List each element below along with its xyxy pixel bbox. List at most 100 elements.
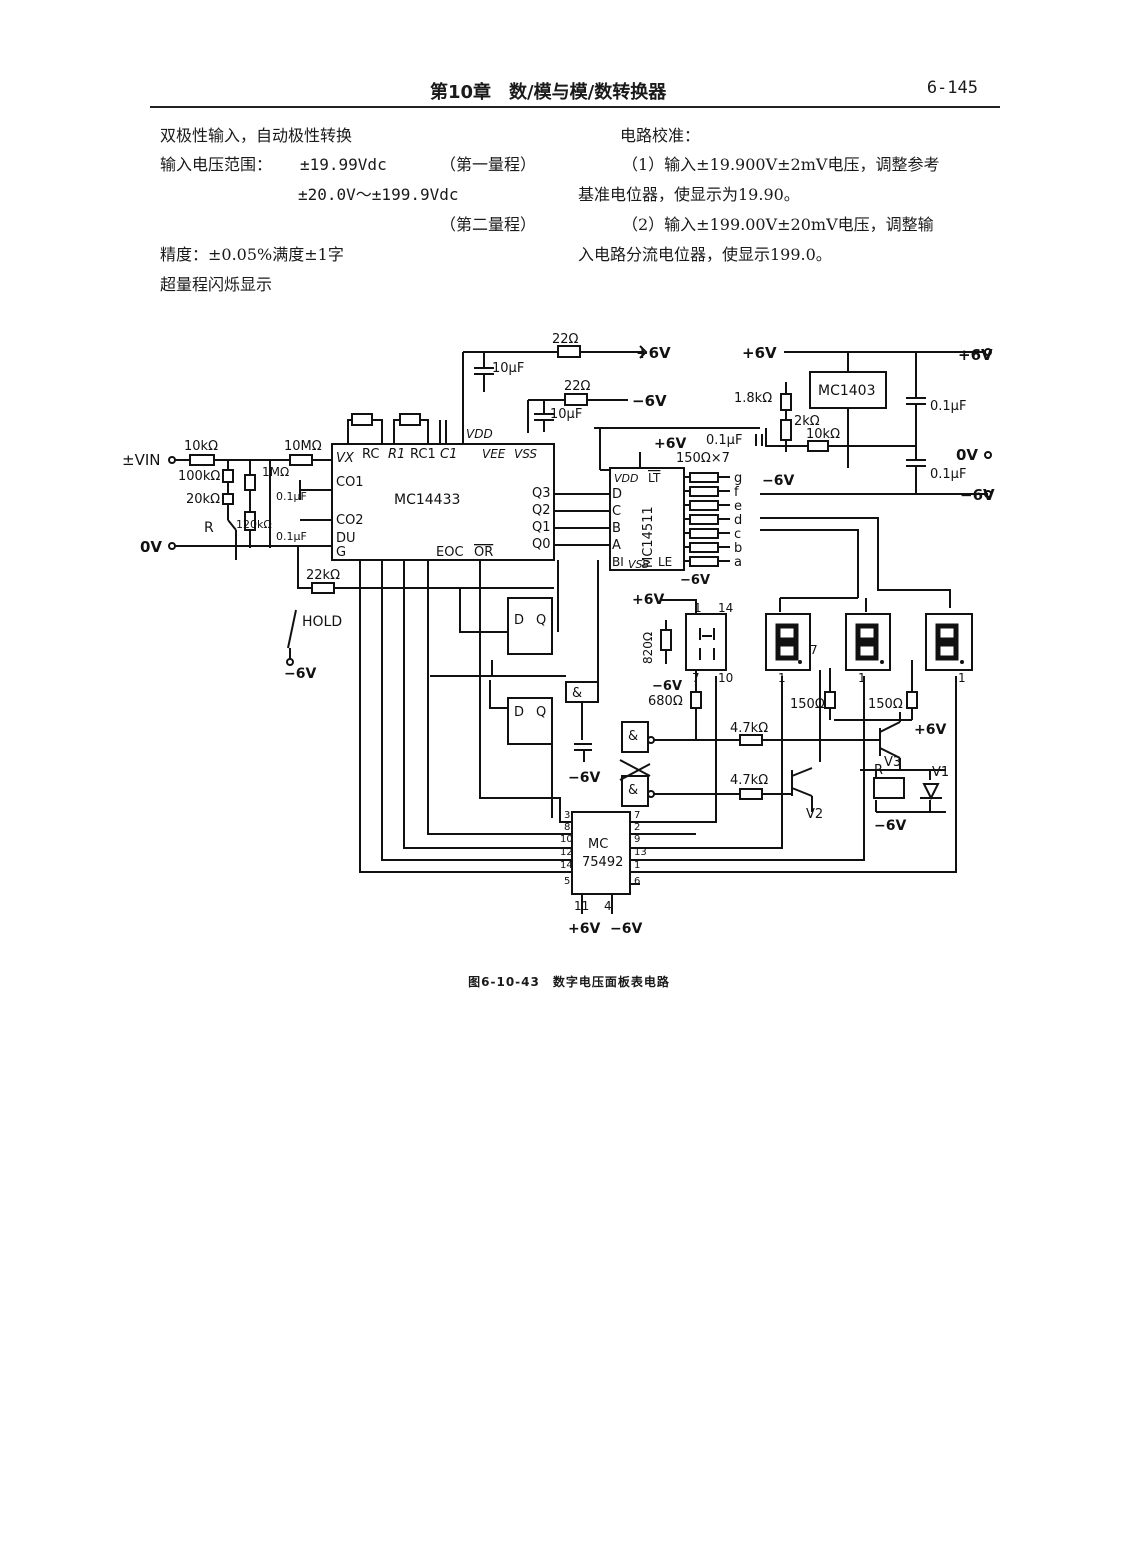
pin-co2: CO2 xyxy=(336,513,364,528)
seg-a: a xyxy=(734,555,742,570)
r-150x7-label: 150Ω×7 xyxy=(676,451,730,466)
driver-mc75492: MC 75492 3 8 10 12 14 5 7 2 9 13 1 6 11 … xyxy=(359,560,957,937)
drv-pin-r-5: 6 xyxy=(634,876,640,887)
drv-pin-r-3: 13 xyxy=(634,847,647,858)
v3-label: V3 xyxy=(884,755,901,770)
r-100k-label: 100kΩ xyxy=(178,469,220,484)
pot-2k-label: 2kΩ xyxy=(794,414,820,429)
pin-vdd: VDD xyxy=(466,427,493,441)
spec-range-2-label: （第二量程） xyxy=(440,215,537,234)
spec-polarity: 双极性输入，自动极性转换 xyxy=(160,126,353,145)
seg-b: b xyxy=(734,541,742,556)
drv-minus6: −6V xyxy=(610,921,642,937)
display-digit-4: 1 xyxy=(925,613,973,685)
spec-range-2: ±20.0V～±199.9Vdc xyxy=(298,185,459,204)
r-47k-1-label: 4.7kΩ xyxy=(730,721,768,736)
spec-range-1: ±19.99Vdc xyxy=(300,155,387,174)
vin-label: ±VIN xyxy=(122,451,160,469)
calibration-step2-a: （2）输入±199.00V±20mV电压，调整输 xyxy=(622,215,934,234)
r-18k-label: 1.8kΩ xyxy=(734,391,772,406)
pin-r1: R1 xyxy=(388,447,405,462)
zero-v-out-label: 0V xyxy=(956,446,978,464)
c-01u-r2-label: 0.1μF xyxy=(930,467,966,482)
dec-b: B xyxy=(612,521,621,536)
seg-f: f xyxy=(734,485,739,500)
c-ref-label: 0.1μF xyxy=(706,433,742,448)
drv-pin-l-0: 3 xyxy=(564,810,570,821)
d1-minus6: −6V xyxy=(652,679,682,694)
spec-range-label: 输入电压范围： xyxy=(160,155,273,174)
seg-e: e xyxy=(734,499,742,514)
plus6-ref-label: +6V xyxy=(742,344,777,362)
relay-r-label: R xyxy=(874,763,883,778)
pin-rc: RC xyxy=(362,447,379,462)
calibration-step1-b: 基准电位器，使显示为19.90。 xyxy=(578,185,800,204)
plus6-out-label: +6V xyxy=(958,346,993,364)
r-10m-label: 10MΩ xyxy=(284,439,322,454)
drv-pin-r-0: 7 xyxy=(634,810,640,821)
minus6-ref-label: −6V xyxy=(762,473,794,489)
zero-v-label: 0V xyxy=(140,538,162,556)
pin-rc1: RC1 xyxy=(410,447,436,462)
calibration-step2-b: 入电路分流电位器，使显示199.0。 xyxy=(578,245,832,264)
r-150-1-label: 150Ω xyxy=(790,697,825,712)
c-10u-top-label: 10μF xyxy=(492,361,524,376)
minus6-2-label: −6V xyxy=(632,392,667,410)
r-150-2-label: 150Ω xyxy=(868,697,903,712)
hold-switch: 22kΩ HOLD −6V xyxy=(284,546,554,682)
d1-p10: 10 xyxy=(718,671,733,685)
r-120k-label: 120kΩ xyxy=(236,518,272,531)
pot-r-label: R xyxy=(204,520,214,536)
pin-co1: CO1 xyxy=(336,475,364,490)
pin-q1: Q1 xyxy=(532,520,551,535)
decoder-name: MC14511 xyxy=(641,506,656,568)
pin-c1: C1 xyxy=(440,447,457,462)
calibration-step1-a: （1）输入±19.900V±2mV电压，调整参考 xyxy=(622,155,940,174)
pin-vss: VSS xyxy=(514,447,537,461)
calibration-heading: 电路校准： xyxy=(620,126,701,145)
c-01u-a-label: 0.1μF xyxy=(276,490,307,503)
ff2-d: D xyxy=(514,705,524,720)
reference-section: MC1403 +6V +6V 1.8kΩ 2kΩ 10kΩ 0.1μF 0.1μ… xyxy=(594,344,995,504)
dec-le: LE xyxy=(658,555,672,569)
plus6-dec-label: +6V xyxy=(654,436,686,452)
seg-g: g xyxy=(734,471,742,486)
minus6-dec-label: −6V xyxy=(680,573,710,588)
drv-pin-4: 4 xyxy=(604,899,612,913)
r-22k-label: 22kΩ xyxy=(306,568,340,583)
drv-plus6: +6V xyxy=(568,921,600,937)
display-bus xyxy=(760,517,951,612)
minus6-out-label: −6V xyxy=(960,486,995,504)
dec-bi: BI xyxy=(612,555,624,569)
drv-pin-l-4: 14 xyxy=(560,860,573,871)
minus6-hold-label: −6V xyxy=(284,666,316,682)
plus6-top-label: +6V xyxy=(636,344,671,362)
pin-eoc: EOC xyxy=(436,545,464,560)
drv-pin-r-1: 2 xyxy=(634,822,640,833)
r-10k-in-label: 10kΩ xyxy=(184,439,218,454)
drv-pin-l-5: 5 xyxy=(564,876,570,887)
pin-vx: VX xyxy=(336,451,355,466)
pin-q0: Q0 xyxy=(532,537,551,552)
pin-q2: Q2 xyxy=(532,503,551,518)
pin-g: G xyxy=(336,545,346,560)
dec-vdd: VDD xyxy=(614,472,638,485)
nand-gate-2: & xyxy=(628,783,638,798)
driver-name: MC xyxy=(588,837,608,852)
logic-section: D Q D Q & & & −6V 4.7kΩ 4.7kΩ xyxy=(430,560,880,818)
r-1m-label: 1MΩ xyxy=(262,465,289,479)
spec-accuracy: 精度：±0.05%满度±1字 xyxy=(160,245,344,264)
r-22-top-label: 22Ω xyxy=(552,332,579,347)
r-22-2-label: 22Ω xyxy=(564,379,591,394)
d1-p1: 1 xyxy=(694,601,702,615)
ref-ic-name: MC1403 xyxy=(818,383,875,399)
r-10k-ref-label: 10kΩ xyxy=(806,427,840,442)
dec-a: A xyxy=(612,538,621,553)
ff2-q: Q xyxy=(536,705,546,720)
r-47k-2-label: 4.7kΩ xyxy=(730,773,768,788)
spec-overrange: 超量程闪烁显示 xyxy=(160,275,273,294)
hold-label: HOLD xyxy=(302,614,342,630)
minus6-relay-label: −6V xyxy=(874,818,906,834)
minus6-c-label: −6V xyxy=(568,770,600,786)
